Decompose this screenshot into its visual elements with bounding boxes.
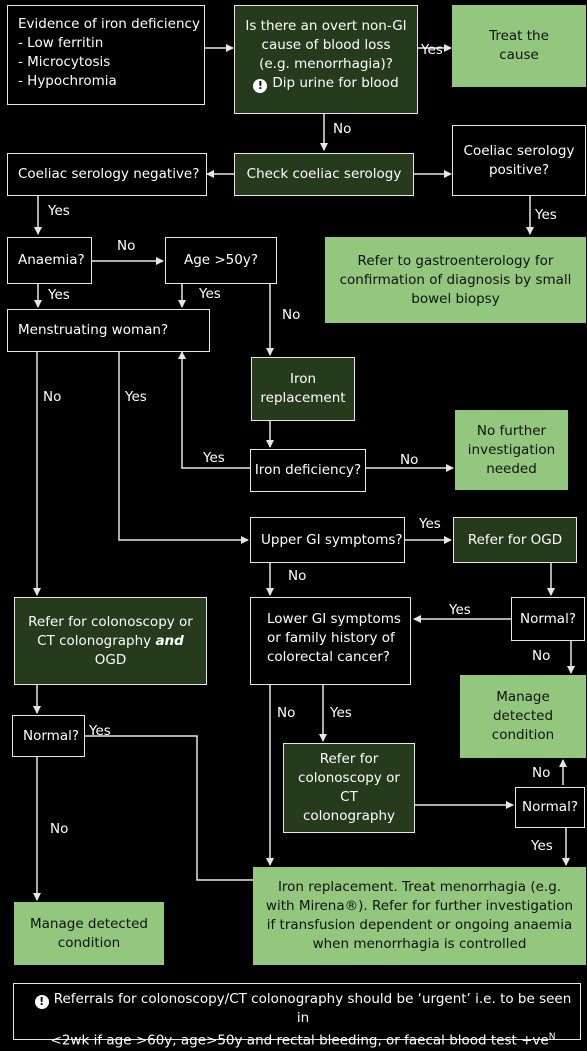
- label-yes: Yes: [330, 705, 352, 721]
- refer-gastro-text: Refer to gastroenterology for confirmati…: [339, 252, 572, 307]
- dip-urine-text: Dip urine for blood: [272, 75, 399, 91]
- normal-left-box: Normal?: [12, 715, 85, 757]
- no-further-box: No further investigation needed: [455, 410, 568, 490]
- overt-line: cause of blood loss: [261, 37, 391, 53]
- evidence-item: - Low ferritin: [18, 35, 104, 51]
- treat-cause-box: Treat the cause: [452, 5, 586, 87]
- refer-colon-ogd-box: Refer for colonoscopy or CT colonography…: [14, 597, 207, 685]
- label-yes: Yes: [125, 389, 147, 405]
- manage-left-text: Manage detected condition: [30, 915, 148, 951]
- label-yes: Yes: [421, 42, 443, 58]
- label-no: No: [282, 307, 301, 323]
- label-no: No: [277, 705, 296, 721]
- footnote-line: Referrals for colonoscopy/CT colonograph…: [53, 991, 572, 1026]
- label-no: No: [288, 568, 307, 584]
- iron-deficiency-text: Iron deficiency?: [254, 462, 362, 478]
- coeliac-positive-box: Coeliac serology positive?: [452, 125, 586, 196]
- label-no: No: [117, 238, 136, 254]
- label-yes: Yes: [199, 286, 221, 302]
- anaemia-text: Anaemia?: [18, 252, 85, 268]
- label-yes: Yes: [203, 450, 225, 466]
- label-yes: Yes: [531, 838, 553, 854]
- age50-box: Age >50y?: [165, 237, 277, 284]
- label-yes: Yes: [48, 203, 70, 219]
- normal-mid-text: Normal?: [521, 799, 578, 815]
- refer-colon-ogd-part: Refer for colonoscopy or CT colonography: [28, 613, 193, 649]
- check-coeliac-text: Check coeliac serology: [246, 166, 402, 182]
- coeliac-negative-box: Coeliac serology negative?: [7, 153, 207, 196]
- normal-right-text: Normal?: [519, 610, 576, 627]
- label-no: No: [400, 452, 419, 468]
- label-no: No: [50, 821, 69, 837]
- evidence-item: - Microcytosis: [18, 54, 111, 70]
- label-yes: Yes: [48, 287, 70, 303]
- arrow-menstruating-yes: [118, 352, 249, 544]
- iron-treat-text: Iron replacement. Treat menorrhagia (e.g…: [265, 879, 574, 952]
- evidence-item: - Hypochromia: [18, 73, 117, 89]
- refer-colon-ogd-text: Refer for colonoscopy or CT colonography…: [23, 613, 198, 670]
- lower-gi-text: Lower GI symptoms or family history of c…: [267, 611, 401, 665]
- coeliac-negative-text: Coeliac serology negative?: [18, 166, 200, 182]
- iron-deficiency-box: Iron deficiency?: [250, 449, 366, 492]
- manage-right-text: Manage detected condition: [491, 689, 555, 743]
- menstruating-text: Menstruating woman?: [18, 322, 169, 338]
- footnote-reference: N: [548, 1032, 556, 1042]
- lower-gi-box: Lower GI symptoms or family history of c…: [250, 597, 411, 685]
- upper-gi-box: Upper GI symptoms?: [250, 517, 405, 563]
- normal-right-box: Normal?: [511, 597, 585, 641]
- arrow-normal-left-yes: [85, 735, 269, 884]
- menstruating-box: Menstruating woman?: [7, 309, 210, 352]
- refer-ogd-text: Refer for OGD: [467, 531, 563, 548]
- label-yes: Yes: [419, 516, 441, 532]
- refer-ogd-box: Refer for OGD: [453, 517, 577, 563]
- arrow-deficiency-yes: [178, 351, 250, 469]
- label-no: No: [333, 121, 352, 137]
- normal-mid-box: Normal?: [515, 787, 585, 828]
- iron-replacement-box: Iron replacement: [251, 357, 355, 421]
- exclamation-icon: !: [34, 995, 49, 1009]
- manage-left-box: Manage detected condition: [14, 902, 164, 965]
- label-no: No: [43, 389, 62, 405]
- upper-gi-text: Upper GI symptoms?: [261, 531, 403, 548]
- no-further-text: No further investigation needed: [467, 422, 556, 477]
- check-coeliac-box: Check coeliac serology: [234, 153, 414, 196]
- iron-replacement-text: Iron replacement: [260, 371, 346, 406]
- iron-treat-box: Iron replacement. Treat menorrhagia (e.g…: [253, 867, 586, 965]
- anaemia-box: Anaemia?: [7, 237, 92, 284]
- label-yes: Yes: [89, 723, 111, 739]
- refer-colon-text: Refer for colonoscopy or CT colonography: [298, 751, 400, 824]
- refer-colon-ogd-and: and: [155, 632, 184, 649]
- refer-colon-box: Refer for colonoscopy or CT colonography: [283, 743, 415, 833]
- label-yes: Yes: [449, 602, 471, 618]
- age50-text: Age >50y?: [183, 252, 259, 268]
- coeliac-positive-text: Coeliac serology positive?: [463, 142, 575, 178]
- manage-right-box: Manage detected condition: [460, 675, 586, 758]
- evidence-box: Evidence of iron deficiency - Low ferrit…: [7, 5, 205, 105]
- treat-cause-text: Treat the cause: [489, 28, 549, 63]
- overt-cause-box: Is there an overt non-GI cause of blood …: [234, 5, 418, 114]
- normal-left-text: Normal?: [23, 727, 80, 744]
- exclamation-icon: !: [253, 79, 268, 93]
- label-yes: Yes: [535, 207, 557, 223]
- label-no: No: [532, 648, 551, 664]
- evidence-title: Evidence of iron deficiency: [18, 16, 200, 32]
- refer-colon-ogd-part: OGD: [94, 651, 127, 668]
- overt-line: Is there an overt non-GI: [245, 18, 407, 34]
- label-no: No: [532, 765, 551, 781]
- overt-line: (e.g. menorrhagia)?: [259, 56, 393, 72]
- refer-gastro-box: Refer to gastroenterology for confirmati…: [325, 237, 586, 323]
- footnote-box: ! Referrals for colonoscopy/CT colonograp…: [13, 983, 581, 1049]
